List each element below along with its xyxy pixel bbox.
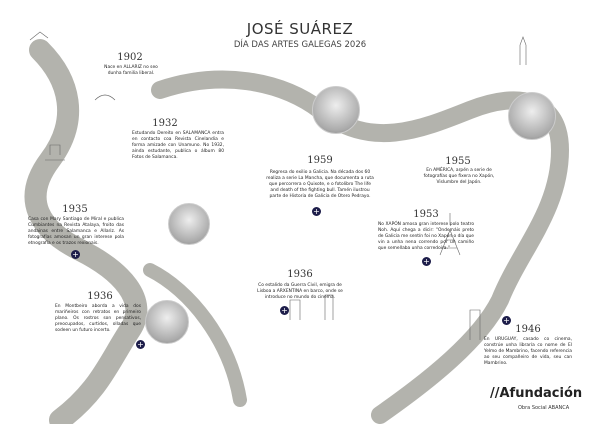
event-text-1935: Casa con Mary Santiago de Miral e public… — [28, 217, 124, 246]
event-year-1932: 1932 — [152, 118, 178, 129]
event-year-1946: 1946 — [515, 324, 541, 335]
expand-1953-button[interactable]: + — [422, 257, 431, 266]
page-subtitle: DÍA DAS ARTES GALEGAS 2026 — [233, 40, 367, 50]
expand-1935-button[interactable]: + — [71, 250, 80, 259]
event-year-1955: 1955 — [445, 156, 471, 167]
afundacion-logo: //Afundación — [490, 386, 583, 401]
photo-america — [508, 92, 556, 140]
photo-salamanca — [168, 203, 210, 245]
photo-la-mancha — [312, 86, 360, 134]
logo-subtitle: Obra Social ABANCA — [518, 405, 570, 411]
event-year-1953: 1953 — [413, 209, 439, 220]
event-year-1935: 1935 — [62, 204, 88, 215]
event-text-1953: No XAPÓN amosa gran interese polo teatro… — [378, 222, 474, 251]
event-year-1959: 1959 — [307, 155, 333, 166]
event-text-1902: Nace en ALLARIZ no seo dunha familia lib… — [104, 65, 158, 76]
expand-1959-button[interactable]: + — [312, 207, 321, 216]
expand-1936-montbeiro-button[interactable]: + — [136, 340, 145, 349]
event-text-1932: Estudando Dereito en SALAMANCA entra en … — [132, 131, 224, 160]
event-text-1959: Regresa do exilio a Galicia. Na década d… — [266, 170, 374, 199]
event-text-1955: En AMÉRICA, arpén a serie de fotografías… — [423, 168, 495, 185]
event-text-1936-arxentina: Co estalido da Guerra Civil, emigra de L… — [257, 283, 343, 300]
event-year-1936-montbeiro: 1936 — [87, 291, 113, 302]
event-text-1936-montbeiro: En Montbeiro aborda a vida dos mariñeiro… — [55, 304, 141, 333]
expand-1936-arxentina-button[interactable]: + — [280, 306, 289, 315]
photo-fisherman — [145, 300, 189, 344]
event-year-1936-arxentina: 1936 — [287, 269, 313, 280]
expand-1946-button[interactable]: + — [502, 316, 511, 325]
event-text-1946: En URUGUAY, casado co cinema, constrúe u… — [484, 337, 572, 366]
page-title: JOSÉ SUÁREZ — [246, 20, 354, 38]
event-year-1902: 1902 — [117, 52, 143, 63]
